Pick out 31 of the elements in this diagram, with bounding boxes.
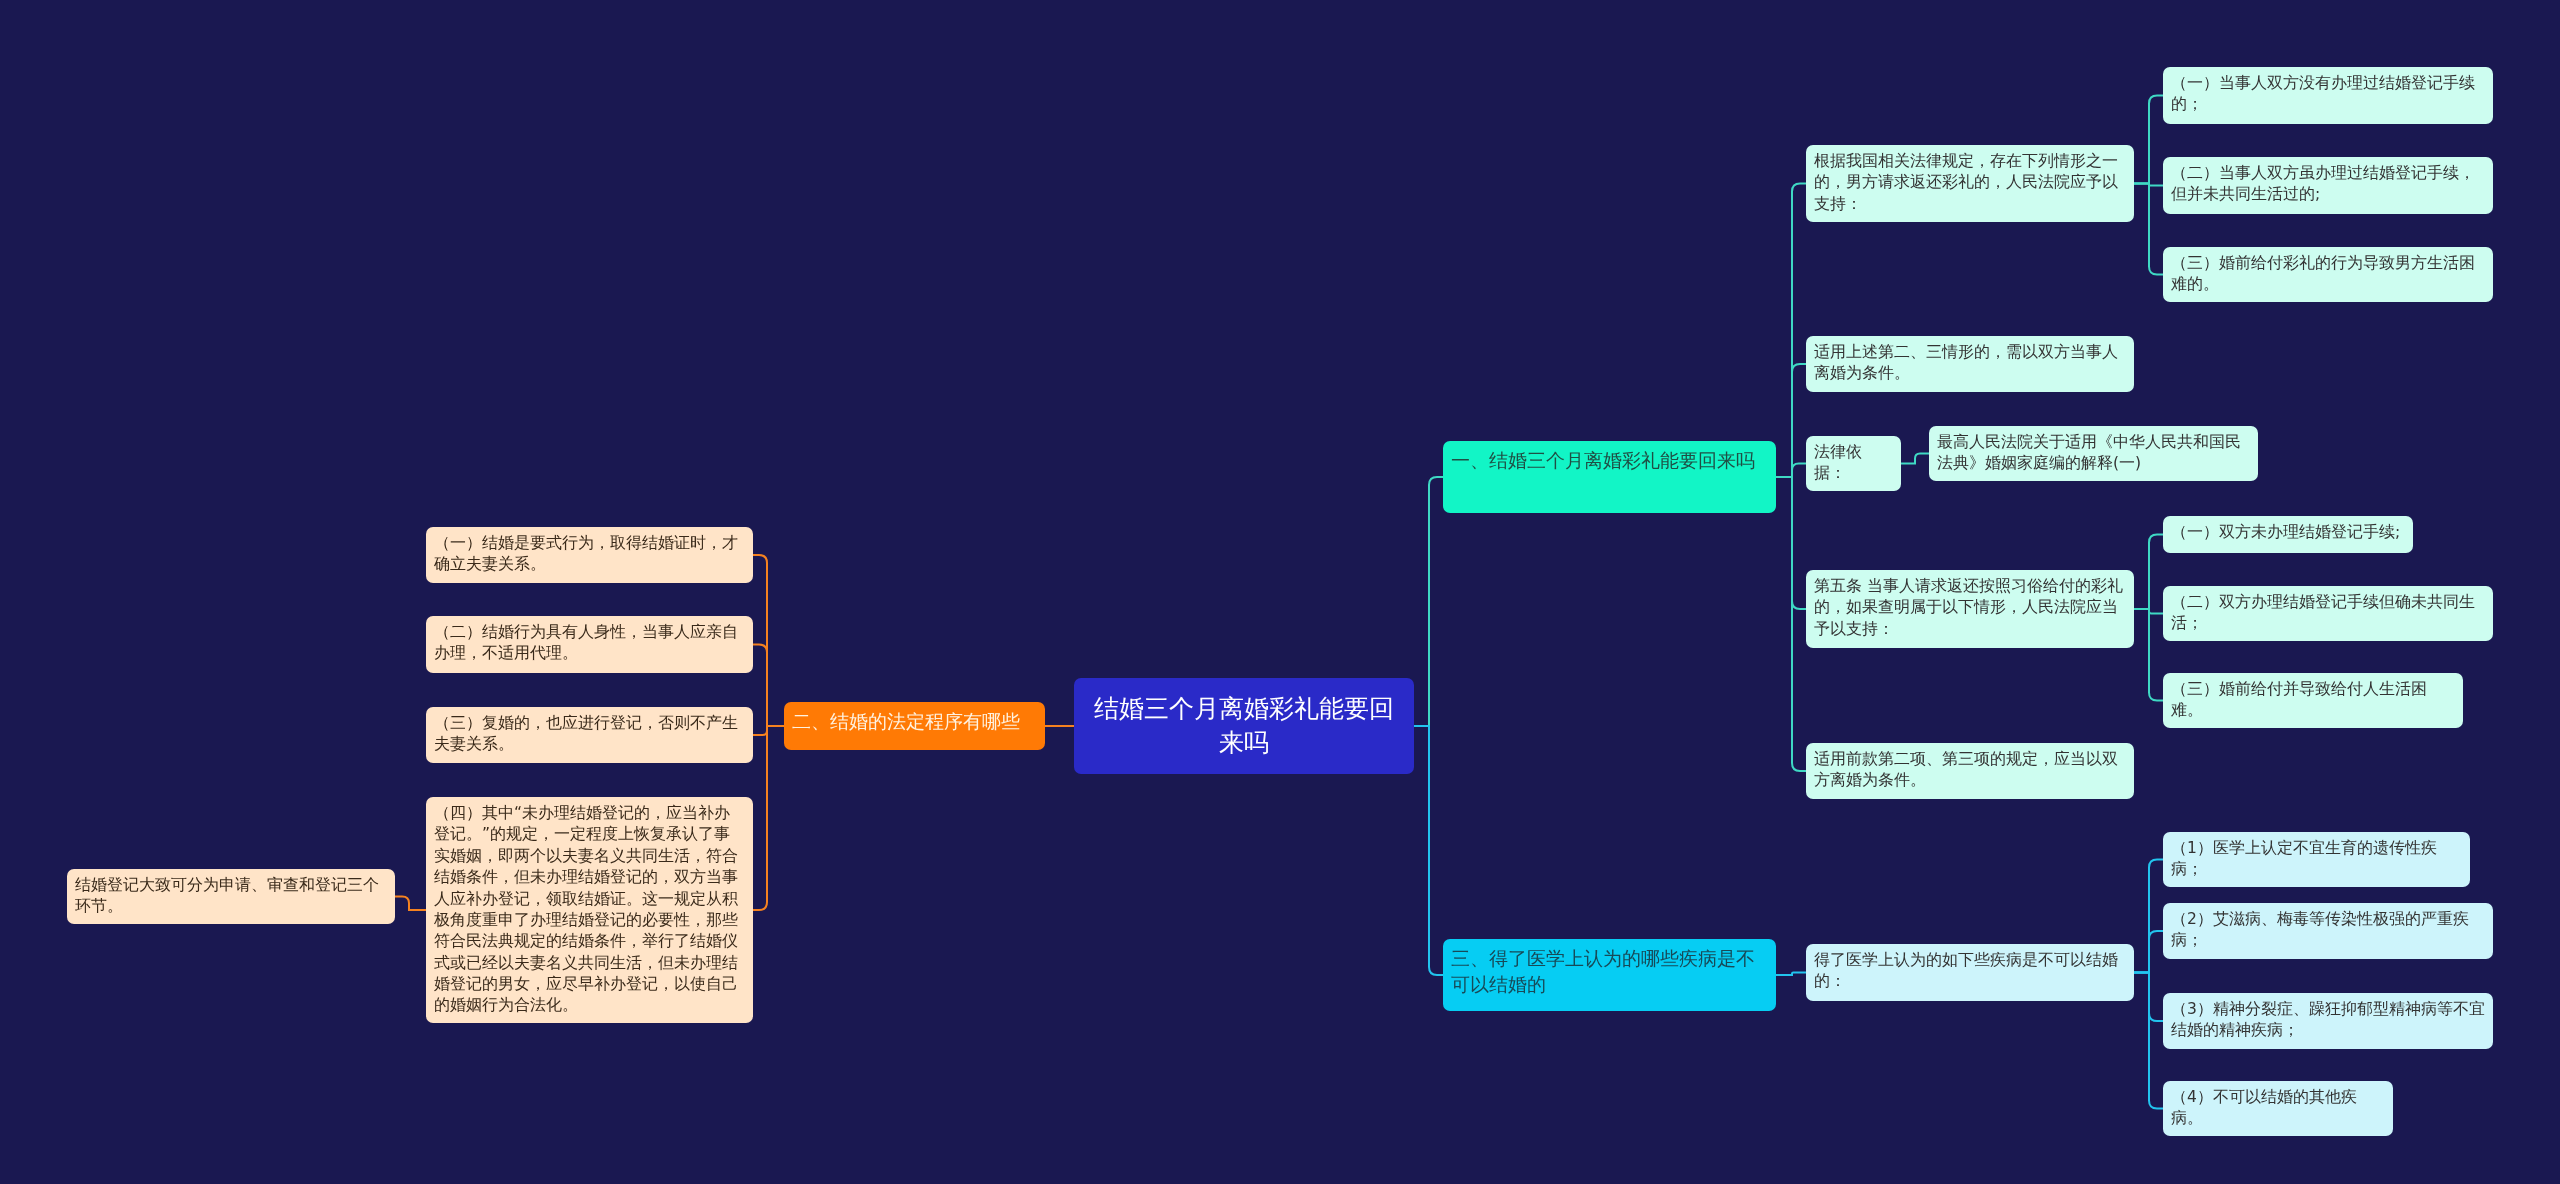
subtopic-box: 最高人民法院关于适用《中华人民共和国民法典》婚姻家庭编的解释(一) xyxy=(1929,426,2258,481)
branch-topic-box: 二、结婚的法定程序有哪些 xyxy=(784,702,1045,750)
branch-topic-box: 三、得了医学上认为的哪些疾病是不可以结婚的 xyxy=(1443,939,1776,1011)
subtopic-box: （2）艾滋病、梅毒等传染性极强的严重疾病； xyxy=(2163,903,2493,959)
connector-line xyxy=(1775,476,1807,772)
subtopic-box: 适用前款第二项、第三项的规定，应当以双方离婚为条件。 xyxy=(1806,743,2134,799)
subtopic-box: （三）复婚的，也应进行登记，否则不产生夫妻关系。 xyxy=(426,707,753,763)
connector-line xyxy=(1775,971,1807,976)
subtopic-box: 第五条 当事人请求返还按照习俗给付的彩礼的，如果查明属于以下情形，人民法院应当予以支持： xyxy=(1806,570,2134,648)
subtopic-box: （二）结婚行为具有人身性，当事人应亲自办理，不适用代理。 xyxy=(426,616,753,673)
subtopic-box: （四）其中“未办理结婚登记的，应当补办登记。”的规定，一定程度上恢复承认了事实婚姻，即两个以夫妻名义共同生活，符合结婚条件，但未办理结婚登记的，双方当事人应补办登记，领取结婚证。这一规定从积极角度重申了办理结婚登记的必要性，那些符合民法典规定的结婚条件，举行了结婚仪式或已经以夫妻名义共同生活，但未办理结婚登记的男女，应尽早补办登记，以使自己的婚姻行为合法化。 xyxy=(426,797,753,1023)
subtopic-box: （4）不可以结婚的其他疾病。 xyxy=(2163,1081,2393,1136)
subtopic-box: （3）精神分裂症、躁狂抑郁型精神病等不宜结婚的精神疾病； xyxy=(2163,993,2493,1049)
subtopic-box: （二）双方办理结婚登记手续但确未共同生活； xyxy=(2163,586,2493,641)
subtopic-box: （一）当事人双方没有办理过结婚登记手续的； xyxy=(2163,67,2493,124)
subtopic-box: （三）婚前给付并导致给付人生活困难。 xyxy=(2163,673,2463,728)
subtopic-box: （二）当事人双方虽办理过结婚登记手续，但并未共同生活过的; xyxy=(2163,157,2493,214)
subtopic-box: 适用上述第二、三情形的，需以双方当事人离婚为条件。 xyxy=(1806,336,2134,392)
subtopic-box: （一）结婚是要式行为，取得结婚证时，才确立夫妻关系。 xyxy=(426,527,753,583)
connector-line xyxy=(1900,452,1930,465)
subtopic-box: 法律依据： xyxy=(1806,436,1901,491)
central-topic-box: 结婚三个月离婚彩礼能要回来吗 xyxy=(1074,678,1414,774)
subtopic-box: 根据我国相关法律规定，存在下列情形之一的，男方请求返还彩礼的，人民法院应予以支持： xyxy=(1806,145,2134,222)
subtopic-box: 结婚登记大致可分为申请、审查和登记三个环节。 xyxy=(67,869,395,924)
subtopic-box: 得了医学上认为的如下些疾病是不可以结婚的： xyxy=(1806,944,2134,1001)
branch-topic-box: 一、结婚三个月离婚彩礼能要回来吗 xyxy=(1443,441,1776,513)
connector-line xyxy=(1044,725,1075,727)
subtopic-box: （三）婚前给付彩礼的行为导致男方生活困难的。 xyxy=(2163,247,2493,302)
subtopic-box: （一）双方未办理结婚登记手续; xyxy=(2163,516,2413,553)
subtopic-box: （1）医学上认定不宜生育的遗传性疾病； xyxy=(2163,832,2470,887)
connector-line xyxy=(394,895,427,911)
